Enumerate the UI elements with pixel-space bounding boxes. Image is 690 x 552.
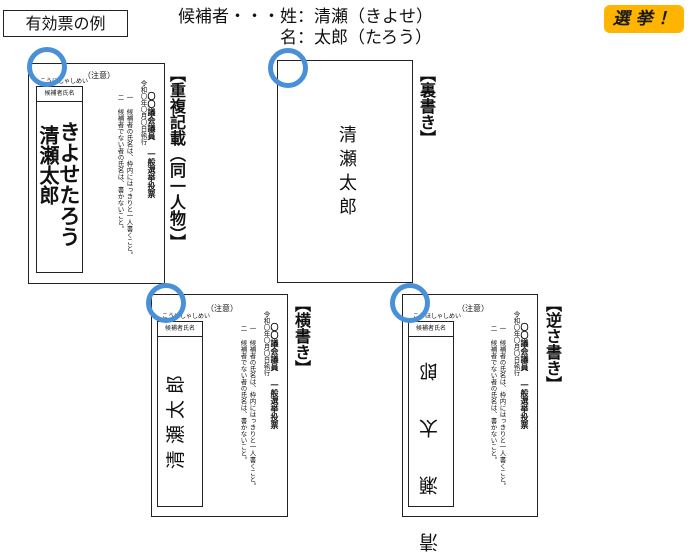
highlight-circle xyxy=(27,47,67,87)
label-horizontal: 【横書き】 xyxy=(292,296,311,376)
highlight-circle xyxy=(268,48,308,88)
ballot-note-head: （注意） xyxy=(457,304,489,313)
candidate-name-box: 候補者氏名 きよせたろう 清瀬太郎 xyxy=(36,86,83,273)
ballot-note-1: 一 候補者の氏名は、枠内にはっきりと一人書くこと。 xyxy=(498,325,506,489)
candidate-name-box: 候補者氏名 清 瀬 太 郎 xyxy=(157,321,203,507)
highlight-circle xyxy=(146,283,186,323)
ballot-note-2: 二 候補者でない者の氏名は、書かないこと。 xyxy=(489,325,497,463)
name-box-ruby: こうほしゃしめい xyxy=(162,313,211,320)
ballot-duplicate: 〇〇議会議員 一般選挙投票 令和〇年〇月〇日執行 一 候補者の氏名は、枠内にはっ… xyxy=(28,63,165,284)
written-name-kanji: 清瀬太郎 xyxy=(36,125,60,205)
ballot-note-head: （注意） xyxy=(83,71,115,80)
ballot-note-2: 二 候補者でない者の氏名は、書かないこと。 xyxy=(239,325,247,463)
ballot-title: 〇〇議会議員 一般選挙投票 xyxy=(270,323,280,429)
candidate-line-1: 候補者・・・姓：清瀬（きよせ） xyxy=(178,7,433,27)
label-back: 【裏書き】 xyxy=(417,66,436,146)
ballot-note-1: 一 候補者の氏名は、枠内にはっきりと一人書くこと。 xyxy=(125,94,133,258)
ballot-note-2: 二 候補者でない者の氏名は、書かないこと。 xyxy=(116,94,124,232)
highlight-circle xyxy=(390,283,430,323)
ballot-reversed: 〇〇議会議員 一般選挙投票 令和〇年〇月〇日執行 一 候補者の氏名は、枠内にはっ… xyxy=(402,294,538,552)
candidate-name-box: 候補者氏名 清 瀬 太 郎 xyxy=(408,321,454,552)
election-badge: 選 挙 ！ xyxy=(604,5,684,33)
ballot-note-head: （注意） xyxy=(206,304,238,313)
candidate-line-2: 名：太郎（たろう） xyxy=(280,28,432,48)
name-box-label: 候補者氏名 xyxy=(158,322,202,337)
written-name: 清 瀬 太 郎 xyxy=(419,354,441,552)
label-duplicate: 【重複記載（同一人物）】 xyxy=(167,66,186,250)
ballot-date: 令和〇年〇月〇日執行 xyxy=(139,80,147,145)
ballot-date: 令和〇年〇月〇日執行 xyxy=(512,311,520,376)
written-name: 清 瀬 太 郎 xyxy=(165,374,187,470)
written-name: 清瀬太郎 xyxy=(336,125,357,221)
name-box-ruby: こうほしゃしめい xyxy=(413,313,462,320)
name-box-label: 候補者氏名 xyxy=(409,322,453,337)
written-name-kana: きよせたろう xyxy=(57,121,82,247)
name-box-label: 候補者氏名 xyxy=(37,87,82,102)
ballot-note-1: 一 候補者の氏名は、枠内にはっきりと一人書くこと。 xyxy=(248,325,256,489)
label-reversed: 【逆さ書き】 xyxy=(543,296,562,392)
ballot-title: 〇〇議会議員 一般選挙投票 xyxy=(520,323,530,429)
ballot-title: 〇〇議会議員 一般選挙投票 xyxy=(147,92,157,198)
ballot-back: 清瀬太郎 xyxy=(277,60,413,283)
ballot-date: 令和〇年〇月〇日執行 xyxy=(262,311,270,376)
ballot-horizontal: 〇〇議会議員 一般選挙投票 令和〇年〇月〇日執行 一 候補者の氏名は、枠内にはっ… xyxy=(151,294,288,517)
page-title: 有効票の例 xyxy=(3,10,128,37)
name-box-ruby: こうほしゃしめい xyxy=(40,78,89,85)
